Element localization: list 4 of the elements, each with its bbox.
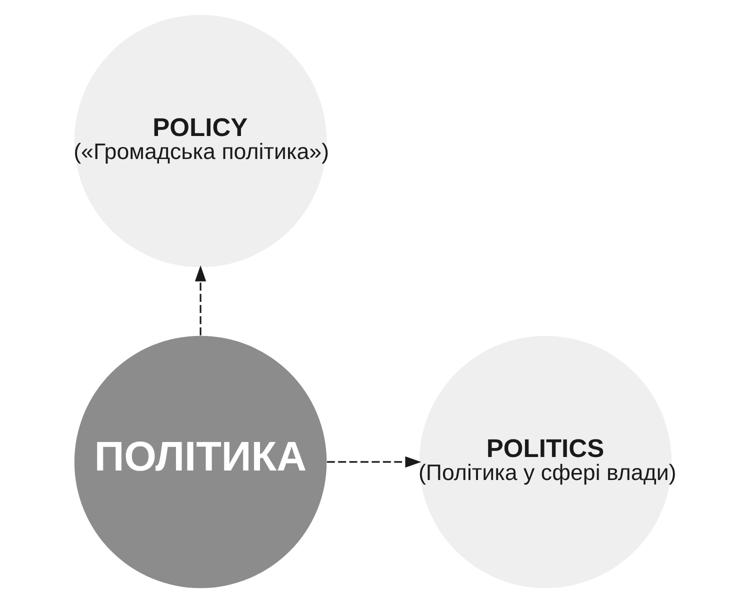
node-circle: POLICY («Громадська політика») bbox=[74, 14, 327, 268]
arrow bbox=[194, 265, 206, 336]
node-circle: ПОЛІТИКА bbox=[74, 336, 327, 588]
arrow bbox=[326, 456, 422, 468]
